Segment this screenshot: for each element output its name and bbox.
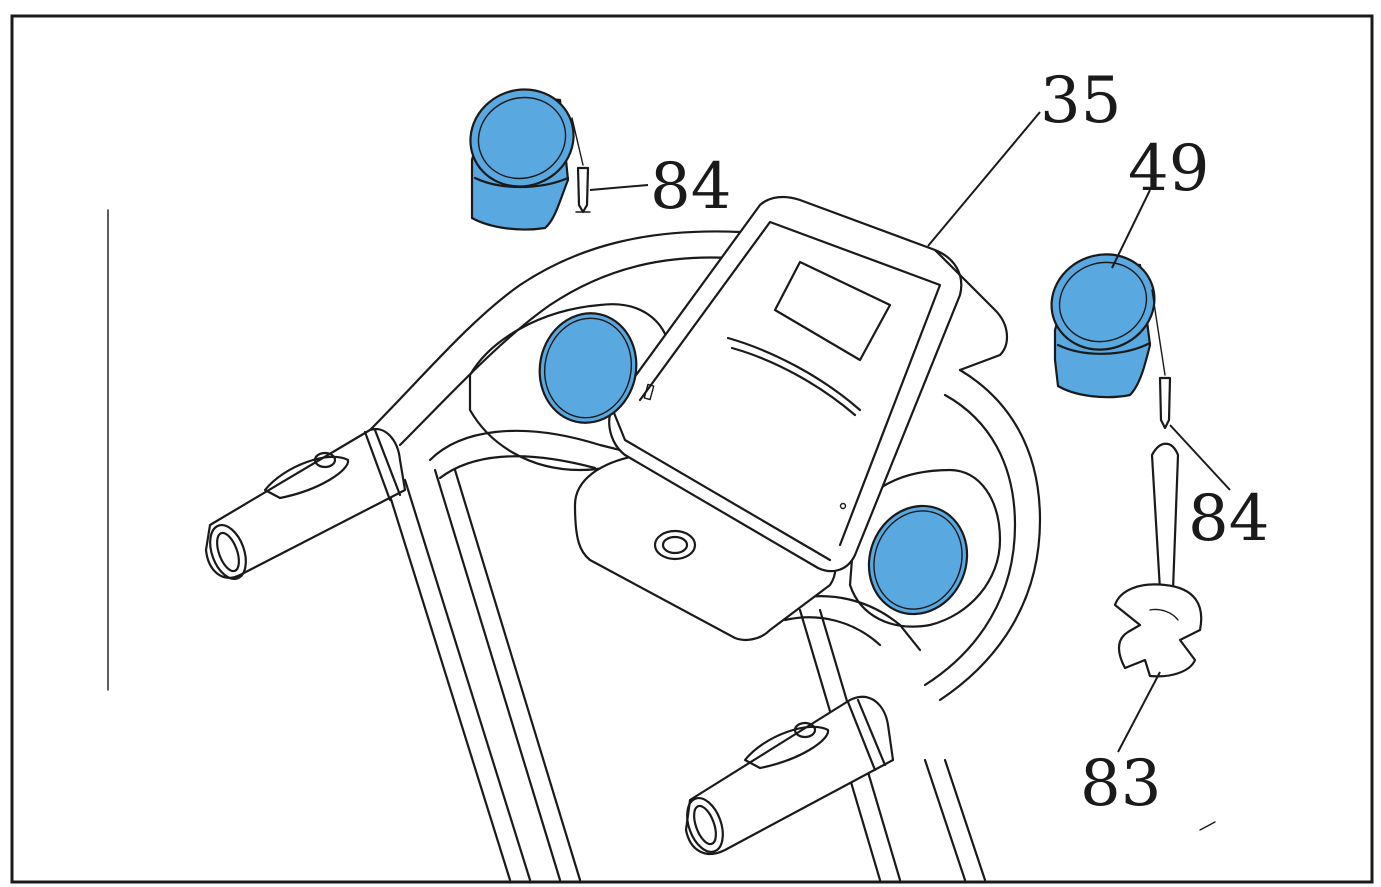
leader-83	[1117, 671, 1161, 753]
diagram-border	[10, 14, 1374, 884]
frame-cap-right	[867, 504, 969, 616]
end-cap-right	[1050, 253, 1156, 399]
callout-84-right: 84	[1188, 482, 1269, 556]
console-part-35	[573, 195, 1008, 641]
stray-mark	[1199, 821, 1216, 831]
frame-cap-left	[538, 312, 638, 424]
treadmill-frame	[204, 230, 1042, 882]
callout-35: 35	[1040, 64, 1121, 138]
screw-right	[1151, 289, 1172, 430]
leader-49	[1111, 189, 1151, 269]
screw-left	[571, 117, 591, 214]
callout-83: 83	[1080, 747, 1161, 821]
leader-84-right	[1169, 424, 1231, 491]
end-cap-left	[469, 88, 575, 231]
callout-49: 49	[1128, 132, 1209, 206]
wrench-83	[1113, 442, 1203, 678]
callout-84-left: 84	[650, 150, 731, 224]
leader-35	[927, 111, 1041, 247]
leader-84-left	[589, 184, 649, 191]
